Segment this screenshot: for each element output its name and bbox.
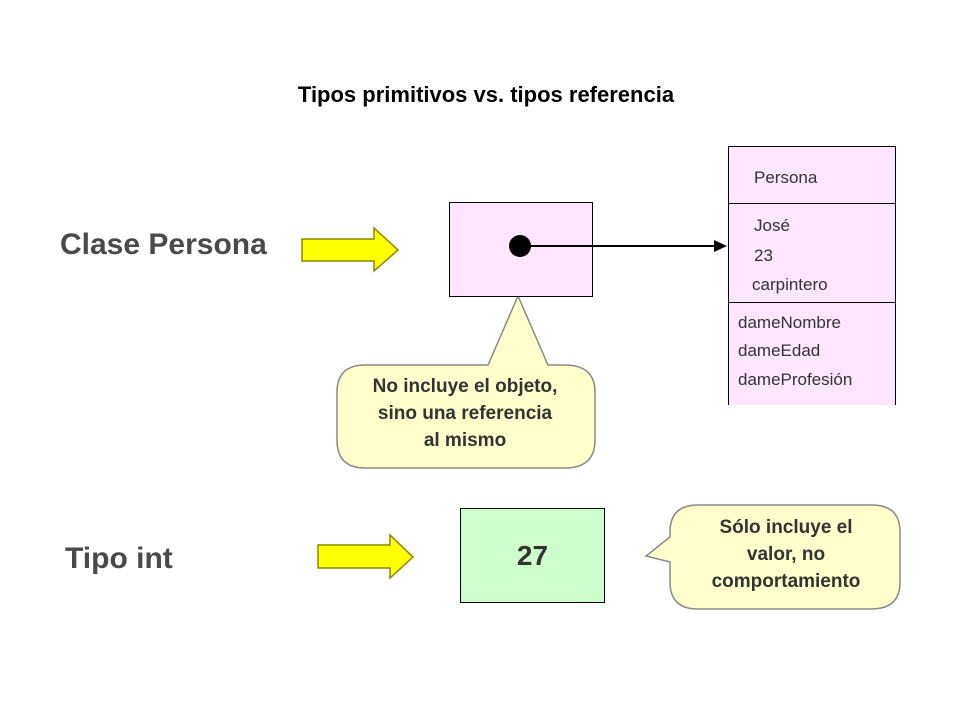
object-method: dameProfesión: [738, 370, 853, 389]
arrow-tipo-int: [317, 533, 415, 580]
reference-pointer-arrowhead: [714, 240, 727, 252]
callout-line: valor, no: [746, 544, 826, 565]
page-title: Tipos primitivos vs. tipos referencia: [297, 82, 675, 107]
callout-reference-shape: [336, 294, 596, 469]
object-attribute: carpintero: [752, 275, 828, 294]
callout-line: comportamiento: [711, 571, 861, 592]
object-divider-methods: [728, 302, 895, 303]
object-attribute: José: [754, 216, 790, 235]
reference-dot: [509, 235, 531, 257]
callout-reference-text: No incluye el objeto, sino una referenci…: [340, 373, 590, 454]
callout-line: Sólo incluye el: [719, 517, 853, 538]
callout-line: sino una referencia: [377, 403, 553, 424]
object-class-name: Persona: [754, 168, 818, 187]
object-method: dameEdad: [738, 341, 821, 360]
callout-value-shape: [644, 504, 901, 610]
int-value-box: 27: [460, 508, 605, 603]
callout-line: al mismo: [423, 430, 507, 451]
callout-line: No incluye el objeto,: [372, 376, 558, 397]
object-persona-box: [728, 146, 896, 405]
callout-value-text: Sólo incluye el valor, no comportamiento: [672, 514, 900, 595]
label-tipo-int: Tipo int: [65, 542, 173, 575]
label-clase-persona: Clase Persona: [60, 228, 267, 261]
object-divider-name: [728, 203, 895, 204]
object-attribute: 23: [754, 246, 773, 265]
arrow-clase-persona: [301, 226, 400, 273]
object-method: dameNombre: [738, 313, 841, 332]
